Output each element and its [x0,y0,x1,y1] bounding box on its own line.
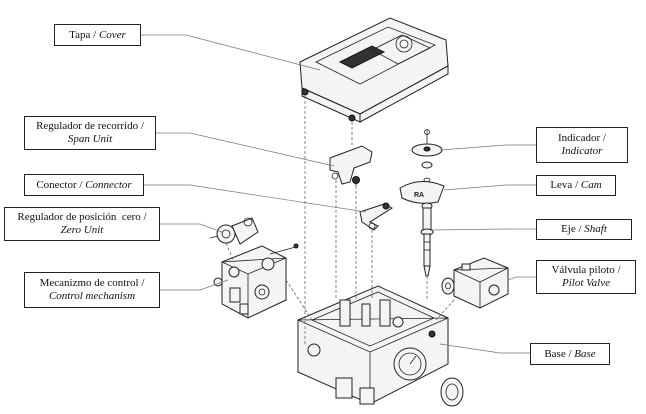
label-cover: Tapa / Cover [54,24,141,46]
label-cover-es: Tapa [69,28,91,41]
label-shaft-en: Shaft [584,223,607,235]
label-base-sep: / [565,347,575,360]
label-connector-en: Connector [85,178,132,191]
label-cam-sep: / [572,179,581,191]
indicator-part [411,129,443,183]
label-connector-sep: / [76,178,86,191]
label-pilot-valve: Válvula piloto / Pilot Valve [536,260,636,294]
label-cam-es: Leva [550,179,573,191]
label-indicator-en: Indicator [561,145,603,157]
label-zero-unit-es: Regulador de posición cero / [17,211,147,223]
connector-part [359,202,394,231]
label-base-es: Base [544,347,566,360]
label-span-unit-es: Regulador de recorrido / [36,120,144,132]
label-shaft-sep: / [575,223,585,235]
label-pilot-valve-en: Pilot Valve [562,277,610,289]
label-control-mechanism-es: Mecanizmo de control / [39,277,145,289]
zero-unit-part [209,217,259,245]
cover-part [299,17,449,123]
label-shaft-es: Eje [561,223,576,235]
label-control-mechanism-en: Control mechanism [48,290,136,302]
label-connector-es: Conector [36,178,77,191]
label-indicator-es: Indicador / [558,132,606,144]
label-zero-unit-en: Zero Unit [60,224,104,236]
label-shaft: Eje / Shaft [536,219,632,240]
label-base-en: Base [574,347,596,360]
assembly-lines [225,96,455,345]
label-cover-sep: / [90,28,99,41]
label-indicator: Indicador / Indicator [536,127,628,163]
label-cam-en: Cam [580,179,602,191]
label-base: Base / Base [530,343,610,365]
leader-lines [141,34,536,354]
label-cam: Leva / Cam [536,175,616,196]
label-span-unit: Regulador de recorrido / Span Unit [24,116,156,150]
label-pilot-valve-es: Válvula piloto / [551,264,621,276]
base-part [297,285,464,407]
pilot-valve-part [441,257,509,309]
span-unit-part [329,145,373,186]
label-cover-en: Cover [98,28,126,41]
shaft-part [420,202,434,277]
label-span-unit-en: Span Unit [67,133,113,145]
label-zero-unit: Regulador de posición cero / Zero Unit [4,207,160,241]
label-control-mechanism: Mecanizmo de control / Control mechanism [24,272,160,308]
cam-part: RA [399,181,445,204]
label-connector: Conector / Connector [24,174,144,196]
control-mechanism-part [213,243,299,319]
cam-marking: RA [414,192,424,199]
